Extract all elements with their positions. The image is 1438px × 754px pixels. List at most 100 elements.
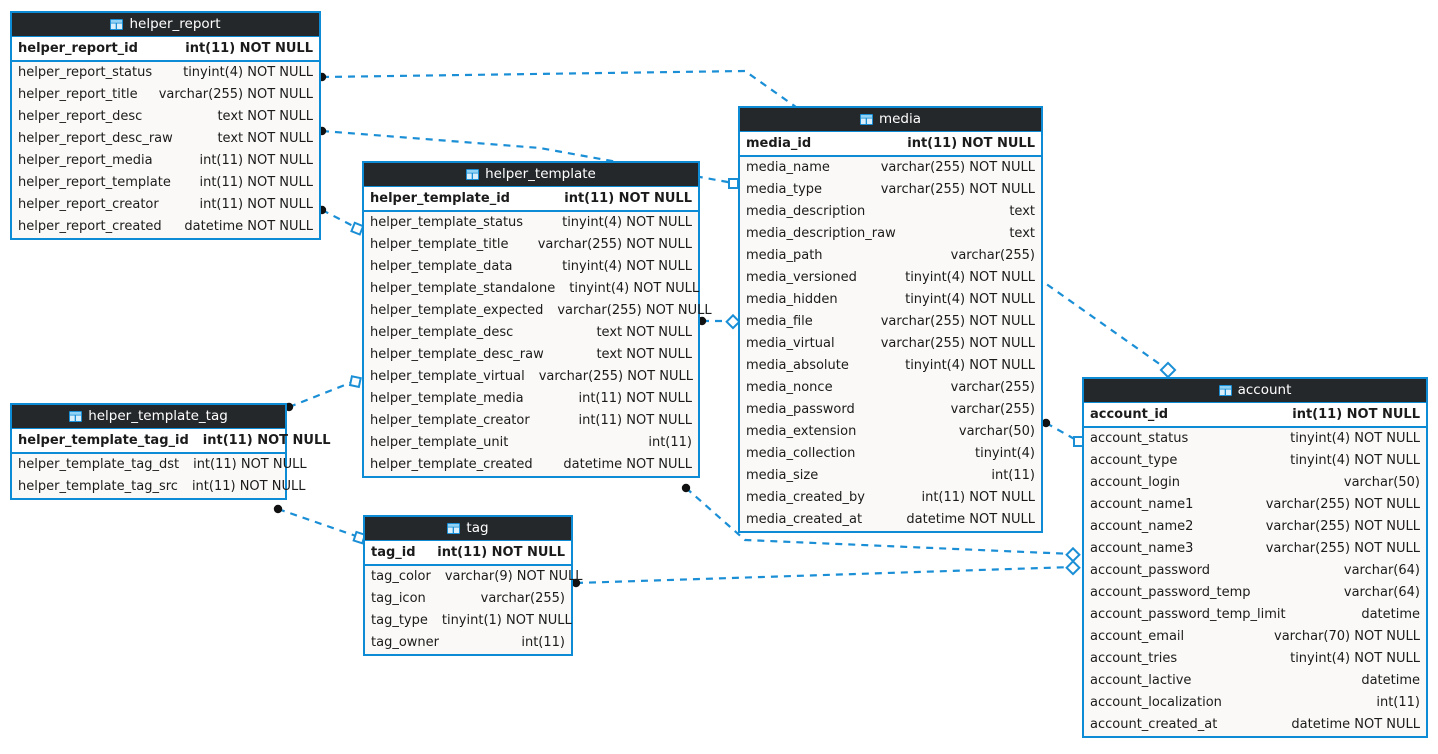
column-type: varchar(50) bbox=[958, 424, 1035, 439]
column-type: int(11) NOT NULL bbox=[1292, 407, 1420, 422]
column-name: helper_template_tag_dst bbox=[18, 457, 180, 472]
table-icon bbox=[466, 169, 480, 180]
column-type: datetime bbox=[1361, 673, 1420, 688]
edge-tag-color-account bbox=[575, 565, 1074, 585]
column-type: varchar(255) NOT NULL bbox=[537, 237, 692, 252]
column-type: int(11) bbox=[521, 635, 565, 650]
column-name: media_type bbox=[746, 182, 823, 197]
column-type: tinyint(4) NOT NULL bbox=[1290, 453, 1420, 468]
column-type: varchar(255) NOT NULL bbox=[538, 369, 693, 384]
column-name: account_status bbox=[1090, 431, 1189, 446]
column-name: helper_template_media bbox=[370, 391, 524, 406]
column-name: tag_icon bbox=[371, 591, 426, 606]
column-type: varchar(64) bbox=[1343, 563, 1420, 578]
entity-title-bar[interactable]: helper_template bbox=[364, 163, 698, 186]
entity-title-bar[interactable]: helper_report bbox=[12, 13, 319, 36]
column-name: tag_color bbox=[371, 569, 431, 584]
column-name: helper_report_desc bbox=[18, 109, 143, 124]
column-name: media_versioned bbox=[746, 270, 857, 285]
column-type: tinyint(4) NOT NULL bbox=[905, 358, 1035, 373]
entity-title-bar[interactable]: tag bbox=[365, 517, 571, 540]
entity-title-bar[interactable]: account bbox=[1084, 379, 1426, 402]
column-type: tinyint(4) NOT NULL bbox=[1290, 651, 1420, 666]
entity-title-bar[interactable]: media bbox=[740, 108, 1041, 131]
column-type: int(11) NOT NULL bbox=[191, 479, 306, 494]
column-type: tinyint(4) NOT NULL bbox=[569, 281, 700, 296]
column-name: account_login bbox=[1090, 475, 1180, 490]
entity-title-bar[interactable]: helper_template_tag bbox=[12, 405, 285, 428]
